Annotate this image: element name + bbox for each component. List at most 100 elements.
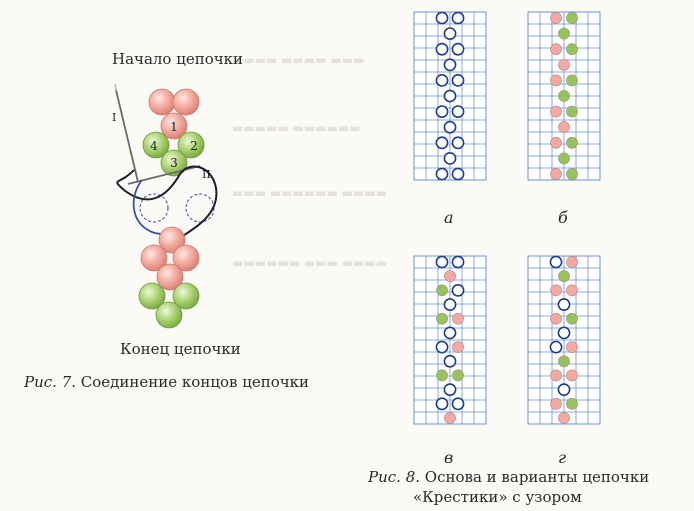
bead-green <box>436 284 448 297</box>
bead-pink <box>160 112 188 140</box>
bead-empty <box>435 167 449 181</box>
bead-pink <box>172 88 200 116</box>
bead-pink <box>140 244 168 272</box>
panel-letter-c: в <box>444 448 454 467</box>
bead-pink <box>566 369 578 382</box>
figure-7-caption: Рис. 7. Соединение концов цепочки <box>24 373 309 391</box>
bead-green <box>558 152 570 165</box>
bead-pink <box>550 284 562 297</box>
bead-green <box>566 12 578 24</box>
bead-empty <box>435 74 449 87</box>
bead-empty <box>451 283 465 297</box>
bead-empty <box>451 255 465 269</box>
bead-green <box>172 282 200 310</box>
bead-empty <box>435 255 449 269</box>
bead-pink <box>550 105 562 118</box>
thread-label-i: I <box>112 111 116 124</box>
bead-green-4 <box>142 131 170 159</box>
bead-empty <box>443 151 457 165</box>
bead-green <box>558 90 570 102</box>
bead-empty <box>557 298 571 311</box>
panel-letter-d: г <box>558 448 567 467</box>
bead-empty <box>435 11 449 25</box>
pattern-grid-b <box>527 11 601 181</box>
bead-green <box>566 43 578 56</box>
bleed-text: ▬▬▬ ▬▬▬▬▬▬ ▬▬▬▬ <box>232 186 388 200</box>
bead-empty <box>435 136 449 150</box>
bead-pink <box>550 369 562 382</box>
caption-text: Соединение концов цепочки <box>76 373 310 391</box>
needle-icon <box>127 165 201 185</box>
caption-number: Рис. 7. <box>24 373 77 391</box>
bead-green <box>566 397 578 410</box>
bead-green <box>558 270 570 283</box>
figure-8-caption-line-1: Рис. 8. Основа и варианты цепочки <box>368 468 649 486</box>
bead-pink <box>550 74 562 87</box>
bead-green <box>138 282 166 310</box>
bead-green <box>566 312 578 325</box>
bead-pink <box>566 341 578 353</box>
bead-empty <box>435 340 449 354</box>
bead-pink <box>550 12 562 24</box>
chain-end-label: Конец цепочки <box>120 340 241 358</box>
bead-green <box>566 136 578 149</box>
bead-pink <box>558 58 570 71</box>
chain-diagram: 1 2 3 4 I II <box>112 83 218 329</box>
bead-green-2 <box>177 131 205 159</box>
bead-empty <box>451 167 465 181</box>
bead-green <box>558 355 570 368</box>
bead-number: 1 <box>170 120 178 134</box>
bead-green <box>436 312 448 325</box>
bead-green <box>155 301 183 329</box>
thread-loop <box>139 193 169 223</box>
caption-text: Основа и варианты цепочки <box>420 468 650 486</box>
bead-empty <box>451 74 465 87</box>
thread-loop <box>185 193 215 223</box>
bead-pink <box>156 263 184 291</box>
bead-empty <box>443 58 457 72</box>
panel-letter-a: а <box>444 208 454 227</box>
bead-pink <box>550 168 562 180</box>
bleed-text: ▬▬▬▬ ▬▬▬▬ ▬▬▬ <box>232 53 365 67</box>
bead-pink <box>172 244 200 272</box>
bead-green <box>566 105 578 118</box>
figure-8-caption-line-2: «Крестики» с узором <box>413 488 582 506</box>
pattern-grid-d <box>527 255 601 425</box>
bead-empty <box>451 136 465 150</box>
bead-green <box>436 369 448 382</box>
bead-empty <box>435 397 449 411</box>
pattern-grid-c <box>413 255 487 425</box>
bead-empty <box>549 255 563 269</box>
chain-start-label: Начало цепочки <box>112 50 244 68</box>
bead-empty <box>549 340 563 354</box>
bead-empty <box>443 298 457 311</box>
bead-empty <box>435 105 449 118</box>
bead-empty <box>443 354 457 368</box>
bead-empty <box>443 326 457 340</box>
bead-pink <box>566 284 578 297</box>
bead-pink <box>444 412 456 424</box>
bead-pink <box>158 226 186 254</box>
needle-icon <box>115 89 139 183</box>
bead-empty <box>557 383 571 397</box>
bead-pink <box>558 412 570 424</box>
bead-green <box>558 27 570 40</box>
bead-pink <box>550 136 562 149</box>
bead-green <box>452 369 464 382</box>
bead-empty <box>435 42 449 56</box>
bead-pink <box>452 341 464 353</box>
bead-empty <box>443 383 457 397</box>
bead-empty <box>451 397 465 411</box>
bead-pink <box>566 256 578 268</box>
bead-empty <box>451 105 465 118</box>
bead-empty <box>443 89 457 103</box>
needle-tip <box>114 83 118 93</box>
panel-letter-b: б <box>558 208 568 227</box>
bead-pink <box>550 312 562 325</box>
bead-pink <box>444 270 456 283</box>
thread-dark <box>116 165 218 239</box>
bead-empty <box>451 42 465 56</box>
bead-green <box>566 74 578 87</box>
bead-green <box>566 168 578 180</box>
bead-number: 4 <box>150 139 158 153</box>
